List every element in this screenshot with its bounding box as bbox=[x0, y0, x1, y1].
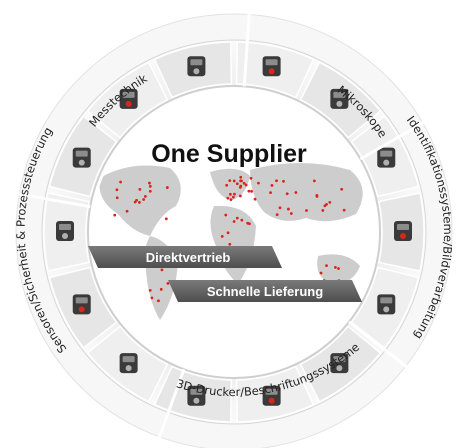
product-tile bbox=[153, 365, 233, 423]
banner-schnelle-lieferung: Schnelle Lieferung bbox=[168, 280, 362, 302]
product-tile bbox=[86, 325, 169, 403]
banner-label-direktvertrieb: Direktvertrieb bbox=[146, 250, 231, 265]
product-tile bbox=[48, 115, 118, 198]
product-tile bbox=[299, 61, 382, 139]
world-map bbox=[99, 163, 363, 320]
product-tile-ring bbox=[43, 41, 425, 423]
segment-separators bbox=[15, 10, 428, 442]
product-tile bbox=[86, 61, 169, 139]
product-tile bbox=[235, 41, 315, 99]
banner-label-schnelle-lieferung: Schnelle Lieferung bbox=[207, 284, 323, 299]
banner-direktvertrieb: Direktvertrieb bbox=[88, 246, 282, 268]
product-tile bbox=[153, 41, 233, 99]
product-tile bbox=[43, 192, 91, 272]
product-tile bbox=[377, 192, 425, 272]
product-tile bbox=[235, 365, 315, 423]
product-tile bbox=[299, 325, 382, 403]
product-tile bbox=[48, 266, 118, 349]
page-title: One Supplier bbox=[151, 140, 307, 168]
